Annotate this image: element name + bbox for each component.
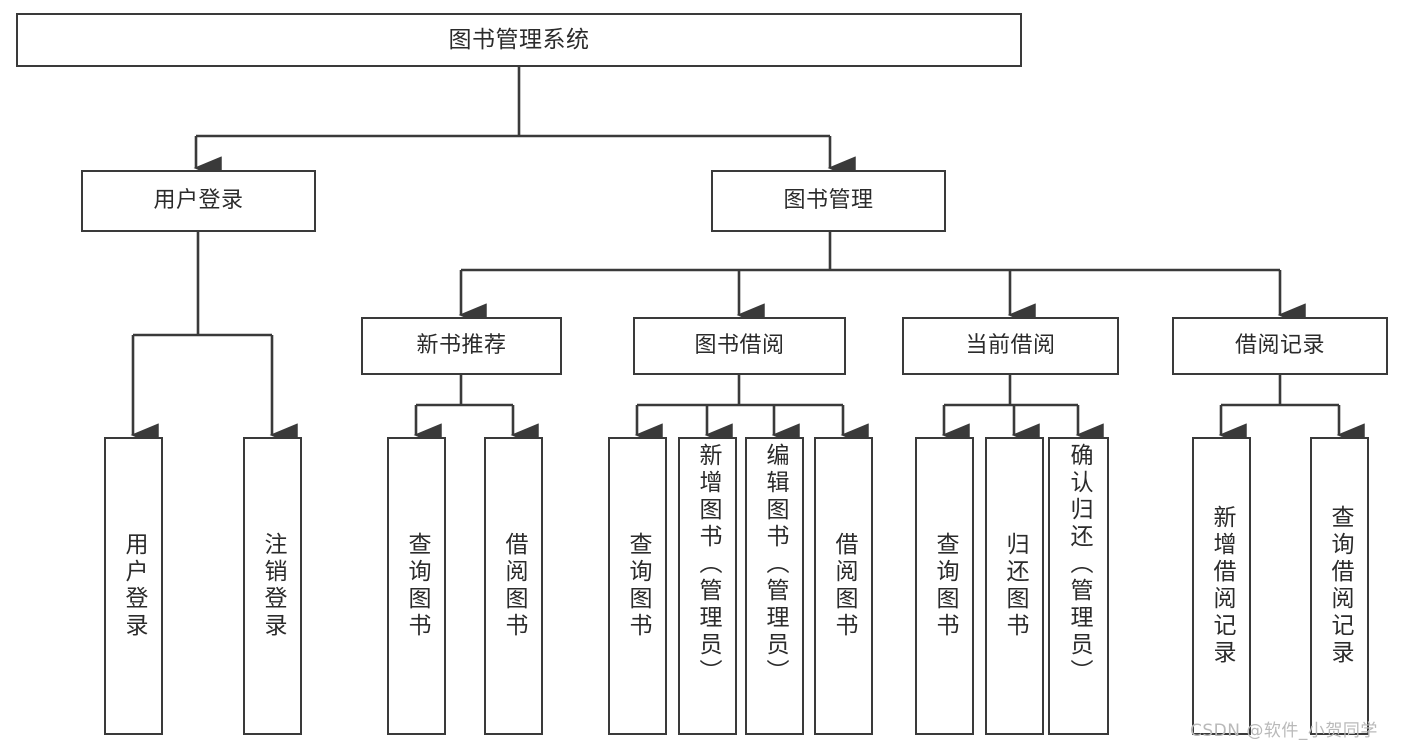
- csdn-watermark: CSDN @软件_小贺同学: [1190, 721, 1378, 741]
- node-label: 图书借阅: [694, 333, 785, 359]
- node-label: 借阅图书: [501, 532, 527, 640]
- node-label: 图书管理系统: [448, 26, 590, 53]
- node-label: 查询借阅记录: [1327, 505, 1353, 667]
- leaf-current-borrow-confirm-return[interactable]: 确认归还（管理员）: [1048, 437, 1109, 735]
- node-label: 借阅记录: [1234, 333, 1325, 359]
- node-label: 确认归还（管理员）: [1066, 443, 1092, 686]
- leaf-current-borrow-return[interactable]: 归还图书: [985, 437, 1044, 735]
- node-label: 查询图书: [932, 532, 958, 640]
- leaf-current-borrow-query[interactable]: 查询图书: [915, 437, 974, 735]
- leaf-borrow-record-add[interactable]: 新增借阅记录: [1192, 437, 1251, 735]
- node-label: 查询图书: [625, 532, 651, 640]
- leaf-book-borrow-edit[interactable]: 编辑图书（管理员）: [745, 437, 804, 735]
- leaf-book-borrow-query[interactable]: 查询图书: [608, 437, 667, 735]
- node-label: 用户登录: [121, 532, 147, 640]
- node-label: 新增借阅记录: [1209, 505, 1235, 667]
- leaf-user-login-logout[interactable]: 注销登录: [243, 437, 302, 735]
- node-label: 归还图书: [1002, 532, 1028, 640]
- node-book-borrow[interactable]: 图书借阅: [633, 317, 846, 375]
- leaf-new-book-borrow[interactable]: 借阅图书: [484, 437, 543, 735]
- node-label: 当前借阅: [965, 333, 1056, 359]
- node-borrow-record[interactable]: 借阅记录: [1172, 317, 1388, 375]
- node-new-book-recommend[interactable]: 新书推荐: [361, 317, 562, 375]
- leaf-book-borrow-add[interactable]: 新增图书（管理员）: [678, 437, 737, 735]
- node-label: 查询图书: [404, 532, 430, 640]
- leaf-user-login-login[interactable]: 用户登录: [104, 437, 163, 735]
- leaf-borrow-record-query[interactable]: 查询借阅记录: [1310, 437, 1369, 735]
- node-label: 新增图书（管理员）: [695, 443, 721, 686]
- node-root-system[interactable]: 图书管理系统: [16, 13, 1022, 67]
- node-current-borrow[interactable]: 当前借阅: [902, 317, 1119, 375]
- leaf-new-book-query[interactable]: 查询图书: [387, 437, 446, 735]
- leaf-book-borrow-borrow[interactable]: 借阅图书: [814, 437, 873, 735]
- node-label: 编辑图书（管理员）: [762, 443, 788, 686]
- node-label: 用户登录: [153, 188, 244, 214]
- node-book-management[interactable]: 图书管理: [711, 170, 946, 232]
- node-label: 新书推荐: [416, 333, 507, 359]
- node-label: 借阅图书: [831, 532, 857, 640]
- node-label: 图书管理: [783, 188, 874, 214]
- node-label: 注销登录: [260, 532, 286, 640]
- node-user-login[interactable]: 用户登录: [81, 170, 316, 232]
